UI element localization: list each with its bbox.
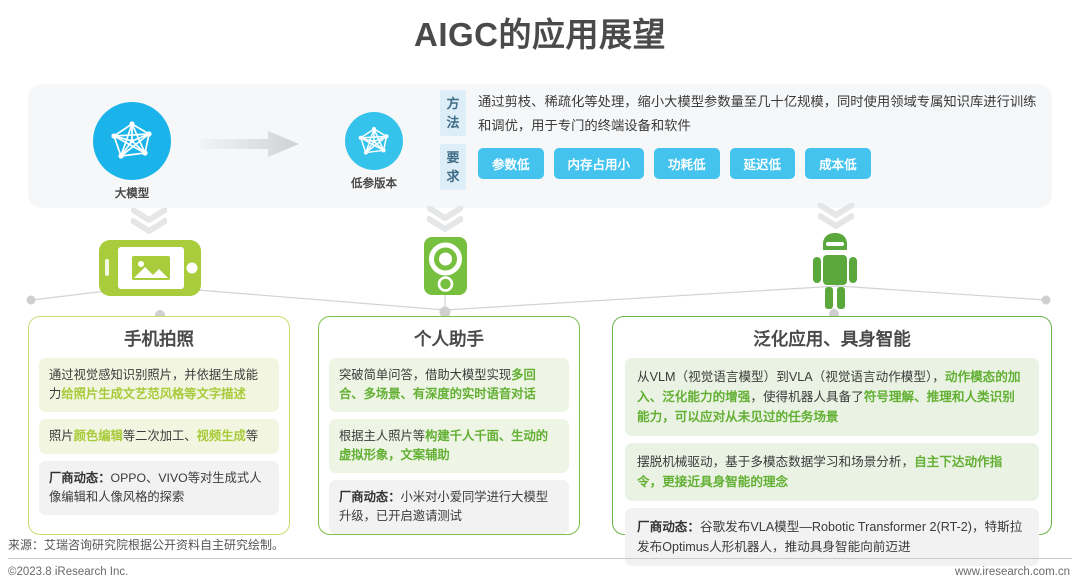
chevron-down-icon bbox=[426, 205, 464, 237]
chevron-down-icon bbox=[817, 202, 855, 234]
method-key: 方 法 bbox=[440, 90, 466, 136]
card-panels: 通过视觉感知识别照片，并依据生成能力给照片生成文艺范风格等文字描述照片颜色编辑等… bbox=[29, 358, 289, 515]
body-text: 等二次加工、 bbox=[122, 429, 197, 443]
requirement-key: 要 求 bbox=[440, 144, 466, 190]
arrow-right-icon bbox=[200, 130, 300, 158]
method-key-char-1: 方 bbox=[446, 96, 460, 111]
feature-panel: 照片颜色编辑等二次加工、视频生成等 bbox=[39, 419, 279, 454]
low-param-label: 低参版本 bbox=[351, 178, 397, 190]
website-link[interactable]: www.iresearch.com.cn bbox=[954, 566, 1070, 578]
body-text: 谷歌发布VLA模型—Robotic Transformer 2(RT-2)，特斯… bbox=[637, 520, 1023, 554]
requirement-tag-list: 参数低内存占用小功耗低延迟低成本低 bbox=[478, 144, 1040, 179]
highlight-text: 视频生成 bbox=[196, 429, 246, 443]
requirement-tag[interactable]: 参数低 bbox=[478, 148, 544, 179]
vendor-news-label: 厂商动态： bbox=[637, 520, 700, 534]
network-graph-icon bbox=[93, 102, 171, 180]
copyright-text: ©2023.8 iResearch Inc. bbox=[8, 566, 129, 578]
requirement-tag[interactable]: 内存占用小 bbox=[553, 148, 645, 179]
highlight-text: 自主下达动作指令，更接近具身智能的理念 bbox=[637, 455, 1003, 489]
feature-panel: 突破简单问答，借助大模型实现多回合、多场景、有深度的实时语音对话 bbox=[329, 358, 569, 412]
chevron-down-icon bbox=[130, 207, 168, 239]
network-graph-icon bbox=[345, 112, 403, 170]
body-text: 照片 bbox=[49, 429, 74, 443]
body-text: 根据主人照片等 bbox=[339, 429, 426, 443]
requirement-key-char-2: 求 bbox=[446, 169, 460, 184]
big-model-group: 大模型 bbox=[72, 102, 192, 201]
card-title: 个人助手 bbox=[414, 329, 484, 349]
highlight-text: 构建千人千面、生动的虚拟形象，文案辅助 bbox=[339, 429, 549, 462]
requirement-tag[interactable]: 功耗低 bbox=[654, 148, 720, 179]
feature-panel: 通过视觉感知识别照片，并依据生成能力给照片生成文艺范风格等文字描述 bbox=[39, 358, 279, 412]
footer-divider bbox=[8, 558, 1072, 559]
card-phone-camera: 手机拍照 通过视觉感知识别照片，并依据生成能力给照片生成文艺范风格等文字描述照片… bbox=[28, 316, 290, 535]
card-personal-assistant: 个人助手 突破简单问答，借助大模型实现多回合、多场景、有深度的实时语音对话根据主… bbox=[318, 316, 580, 535]
smart-speaker-icon bbox=[423, 236, 468, 301]
vendor-news-panel: 厂商动态：谷歌发布VLA模型—Robotic Transformer 2(RT-… bbox=[625, 508, 1039, 566]
method-row: 方 法 通过剪枝、稀疏化等处理，缩小大模型参数量至几十亿规模，同时使用领域专属知… bbox=[440, 90, 1040, 138]
vendor-news-panel: 厂商动态：OPPO、VIVO等对生成式人像编辑和人像风格的探索 bbox=[39, 461, 279, 515]
feature-panel: 摆脱机械驱动，基于多模态数据学习和场景分析，自主下达动作指令，更接近具身智能的理… bbox=[625, 443, 1039, 501]
method-key-char-2: 法 bbox=[446, 115, 460, 130]
requirement-row: 要 求 参数低内存占用小功耗低延迟低成本低 bbox=[440, 144, 1040, 190]
requirement-key-char-1: 要 bbox=[446, 150, 460, 165]
big-model-label: 大模型 bbox=[114, 188, 150, 200]
highlight-text: 给照片生成文艺范风格等文字描述 bbox=[61, 387, 246, 401]
method-requirement-block: 方 法 通过剪枝、稀疏化等处理，缩小大模型参数量至几十亿规模，同时使用领域专属知… bbox=[440, 90, 1040, 196]
card-embodied-intelligence: 泛化应用、具身智能 从VLM（视觉语言模型）到VLA（视觉语言动作模型），动作模… bbox=[612, 316, 1052, 566]
body-text: 从VLM（视觉语言模型）到VLA（视觉语言动作模型）， bbox=[637, 370, 945, 384]
feature-panel: 从VLM（视觉语言模型）到VLA（视觉语言动作模型），动作模态的加入、泛化能力的… bbox=[625, 358, 1039, 436]
body-text: 突破简单问答，借助大模型实现 bbox=[339, 368, 512, 382]
highlight-text: 动作模态的加入、泛化能力的增强 bbox=[637, 370, 1021, 404]
body-text: ，使得机器人具备了 bbox=[750, 390, 864, 404]
body-text: 等 bbox=[245, 429, 259, 443]
body-text: 小米对小爱同学进行大模型升级，已开启邀请测试 bbox=[339, 490, 549, 523]
body-text: 摆脱机械驱动，基于多模态数据学习和场景分析， bbox=[637, 455, 915, 469]
vendor-news-label: 厂商动态： bbox=[49, 471, 111, 485]
requirement-tag[interactable]: 成本低 bbox=[805, 148, 871, 179]
humanoid-robot-icon bbox=[810, 231, 860, 314]
source-note: 来源：艾瑞咨询研究院根据公开资料自主研究绘制。 bbox=[8, 538, 285, 552]
method-text: 通过剪枝、稀疏化等处理，缩小大模型参数量至几十亿规模，同时使用领域专属知识库进行… bbox=[478, 94, 1037, 133]
phone-camera-icon bbox=[98, 239, 202, 302]
highlight-text: 符号理解、推理和人类识别能力，可以应对从未见过的任务场景 bbox=[637, 390, 1015, 424]
card-title: 手机拍照 bbox=[124, 329, 194, 349]
card-panels: 突破简单问答，借助大模型实现多回合、多场景、有深度的实时语音对话根据主人照片等构… bbox=[319, 358, 579, 534]
highlight-text: 多回合、多场景、有深度的实时语音对话 bbox=[339, 368, 536, 401]
vendor-news-label: 厂商动态： bbox=[339, 490, 401, 504]
low-param-group: 低参版本 bbox=[314, 112, 434, 191]
card-title: 泛化应用、具身智能 bbox=[753, 329, 911, 349]
card-panels: 从VLM（视觉语言模型）到VLA（视觉语言动作模型），动作模态的加入、泛化能力的… bbox=[613, 358, 1051, 566]
body-text: 通过视觉感知识别照片，并依据生成能力 bbox=[49, 368, 259, 401]
page-title: AIGC的应用展望 bbox=[414, 16, 666, 53]
highlight-text: 颜色编辑 bbox=[73, 429, 123, 443]
requirement-tag[interactable]: 延迟低 bbox=[729, 148, 796, 179]
feature-panel: 根据主人照片等构建千人千面、生动的虚拟形象，文案辅助 bbox=[329, 419, 569, 473]
body-text: OPPO、VIVO等对生成式人像编辑和人像风格的探索 bbox=[49, 471, 262, 504]
vendor-news-panel: 厂商动态：小米对小爱同学进行大模型升级，已开启邀请测试 bbox=[329, 480, 569, 534]
top-banner: 大模型 bbox=[28, 84, 1052, 208]
